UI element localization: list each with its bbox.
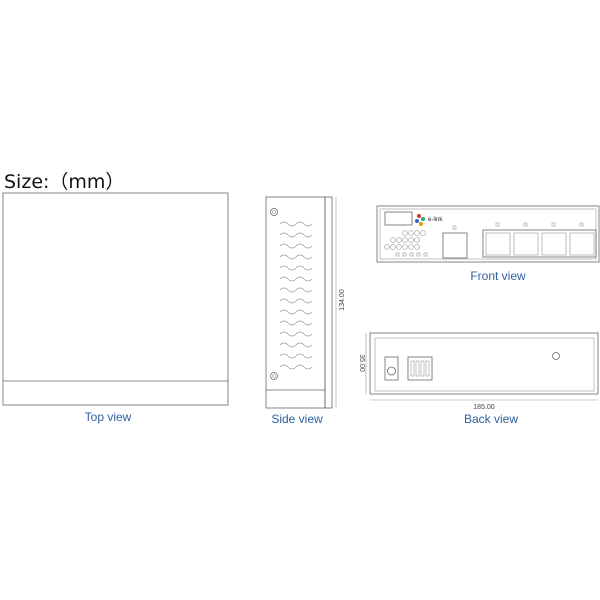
front-view-label: Front view <box>470 269 526 283</box>
dip-switch-lever <box>425 360 430 377</box>
logo-icon <box>415 214 425 226</box>
led-indicator <box>384 244 390 250</box>
vent-slot <box>279 298 297 304</box>
top-view-label: Top view <box>85 410 132 424</box>
vent-slot <box>279 232 297 238</box>
dip-switch-lever <box>420 360 425 377</box>
ground-screw <box>552 352 560 360</box>
led-indicator <box>402 244 408 250</box>
side-view-label: Side view <box>271 412 323 426</box>
vent-slot <box>295 221 313 227</box>
rj45-port <box>513 232 539 256</box>
rj45-port <box>541 232 567 256</box>
back-view-label: Back view <box>464 412 518 426</box>
back-view <box>369 332 599 395</box>
led-indicator <box>395 252 400 257</box>
vent-slot <box>295 298 313 304</box>
led-indicator <box>408 237 414 243</box>
vent-slot <box>295 331 313 337</box>
rj45-port <box>485 232 511 256</box>
power-jack <box>384 356 399 381</box>
led-indicator <box>420 230 426 236</box>
size-title: Size:（mm） <box>4 171 124 193</box>
led-indicator <box>396 237 402 243</box>
led-indicator <box>402 237 408 243</box>
led-indicator <box>416 252 421 257</box>
dip-switch <box>407 356 433 381</box>
vent-slot <box>295 287 313 293</box>
vent-slot <box>279 342 297 348</box>
led-indicator <box>414 230 420 236</box>
vent-slot <box>295 243 313 249</box>
vent-slot <box>279 221 297 227</box>
led-indicator <box>409 252 414 257</box>
back-height-dimension: 35.00 <box>358 354 365 372</box>
side-view <box>265 196 333 409</box>
vent-slot <box>279 276 297 282</box>
vent-slot <box>279 353 297 359</box>
vent-slot <box>279 287 297 293</box>
port-led <box>551 222 556 227</box>
vent-slot <box>279 320 297 326</box>
port-led <box>452 225 457 230</box>
led-indicator <box>390 244 396 250</box>
led-indicator <box>423 252 428 257</box>
vent-slot <box>279 364 297 370</box>
front-view: e-link <box>376 205 600 263</box>
rj45-port <box>569 232 595 256</box>
led-indicator <box>408 230 414 236</box>
dip-switch-lever <box>415 360 420 377</box>
led-indicator <box>414 237 420 243</box>
port-led <box>495 222 500 227</box>
led-indicator <box>402 230 408 236</box>
vent-slot <box>295 232 313 238</box>
vent-slot <box>295 364 313 370</box>
top-view <box>2 192 229 406</box>
led-indicator <box>396 244 402 250</box>
vent-slot <box>295 309 313 315</box>
led-indicator <box>402 252 407 257</box>
vent-slot <box>295 254 313 260</box>
port-led <box>523 222 528 227</box>
logo-text: e-link <box>428 217 443 223</box>
vent-slot <box>279 254 297 260</box>
vent-slot <box>279 265 297 271</box>
vent-slot <box>279 243 297 249</box>
led-indicator <box>390 237 396 243</box>
vent-slot <box>295 353 313 359</box>
vent-slot <box>279 309 297 315</box>
vent-slot <box>295 320 313 326</box>
vent-slot <box>295 265 313 271</box>
vent-slot <box>295 276 313 282</box>
led-indicator <box>408 244 414 250</box>
vent-slot <box>295 342 313 348</box>
dip-switch-lever <box>410 360 415 377</box>
side-dimension: 134.00 <box>339 289 346 311</box>
port-led <box>579 222 584 227</box>
vent-slot <box>279 331 297 337</box>
back-width-dimension: 185.00 <box>473 404 495 411</box>
led-indicator <box>414 244 420 250</box>
